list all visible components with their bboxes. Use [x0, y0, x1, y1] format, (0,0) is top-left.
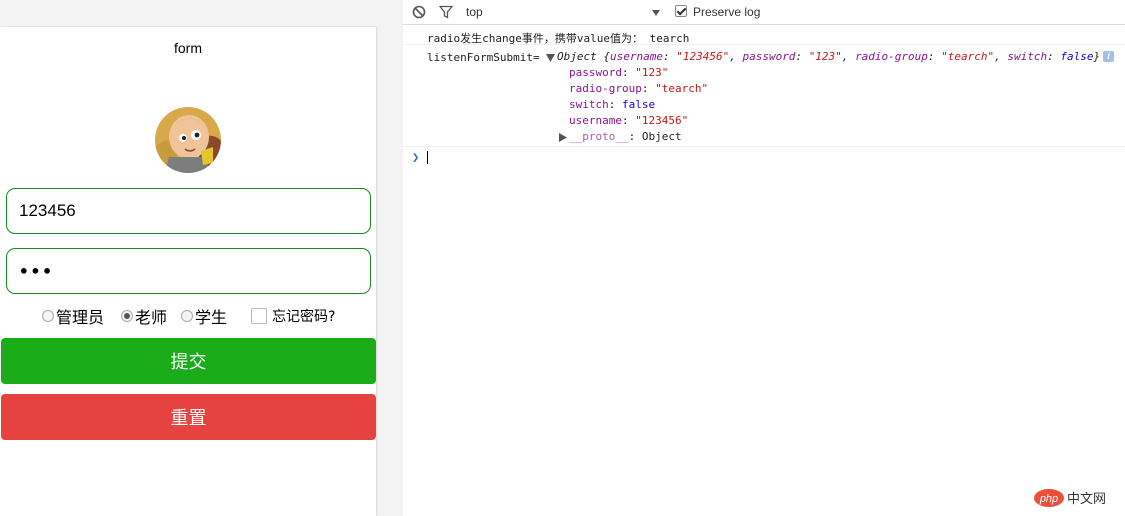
- php-cn-watermark: php 中文网: [1033, 488, 1117, 508]
- reset-button[interactable]: 重置: [1, 394, 376, 440]
- remember-checkbox-item[interactable]: 忘记密码?: [251, 306, 335, 326]
- object-property: username: "123456": [569, 114, 689, 127]
- phone-screen: form 123456 ••• 管理员 老师: [0, 27, 376, 516]
- object-property: switch: false: [569, 98, 656, 111]
- console-toolbar: top Preserve log: [403, 0, 1125, 25]
- submit-button[interactable]: 提交: [1, 338, 376, 384]
- collapsed-triangle-icon[interactable]: [559, 132, 567, 145]
- radio-teacher[interactable]: 老师: [121, 304, 167, 328]
- radio-admin-label: 管理员: [56, 308, 105, 327]
- object-summary[interactable]: Object {username: "123456", password: "1…: [557, 50, 1101, 63]
- devtools-console: top Preserve log radio发生change事件，携带value…: [403, 0, 1125, 516]
- console-message-label: listenFormSubmit=: [427, 51, 540, 64]
- remember-label: 忘记密码?: [272, 309, 336, 325]
- preserve-log-label[interactable]: Preserve log: [693, 5, 761, 19]
- avatar: [155, 107, 221, 173]
- console-prompt[interactable]: ❯: [403, 148, 1125, 166]
- remember-checkbox[interactable]: [251, 308, 267, 324]
- username-field[interactable]: 123456: [6, 188, 371, 234]
- console-message-text: radio发生change事件，携带value值为： tearch: [427, 32, 690, 45]
- password-field[interactable]: •••: [6, 248, 371, 294]
- submit-label: 提交: [170, 352, 207, 373]
- reset-label: 重置: [170, 408, 207, 429]
- proto-property[interactable]: __proto__: Object: [569, 130, 682, 143]
- expanded-triangle-icon[interactable]: [546, 52, 555, 65]
- radio-admin[interactable]: 管理员: [42, 304, 104, 328]
- dropdown-triangle-icon[interactable]: [651, 7, 661, 20]
- object-property: radio-group: "tearch": [569, 82, 709, 95]
- radio-teacher-label: 老师: [135, 308, 168, 327]
- prompt-chevron-icon: ❯: [412, 150, 420, 164]
- nav-title: form: [174, 40, 202, 56]
- role-radio-group: 管理员 老师 学生 忘记密码?: [0, 304, 376, 328]
- password-value: •••: [19, 261, 54, 281]
- console-message: listenFormSubmit= Object {username: "123…: [403, 46, 1125, 147]
- filter-icon[interactable]: [438, 5, 454, 22]
- console-message: radio发生change事件，携带value值为： tearch: [403, 25, 1125, 45]
- preserve-log-checkbox[interactable]: [675, 5, 687, 17]
- username-value: 123456: [19, 201, 76, 220]
- radio-student-circle[interactable]: [181, 310, 193, 322]
- object-property: password: "123": [569, 66, 669, 79]
- watermark-site-text: 中文网: [1067, 492, 1106, 507]
- watermark-logo-text: php: [1039, 493, 1058, 505]
- radio-teacher-circle[interactable]: [121, 310, 133, 322]
- context-selector[interactable]: top: [466, 5, 483, 19]
- info-icon[interactable]: i: [1103, 51, 1114, 62]
- text-caret: [427, 151, 428, 164]
- radio-student[interactable]: 学生: [181, 304, 227, 328]
- radio-admin-circle[interactable]: [42, 310, 54, 322]
- clear-console-icon[interactable]: [412, 5, 426, 22]
- radio-student-label: 学生: [195, 308, 228, 327]
